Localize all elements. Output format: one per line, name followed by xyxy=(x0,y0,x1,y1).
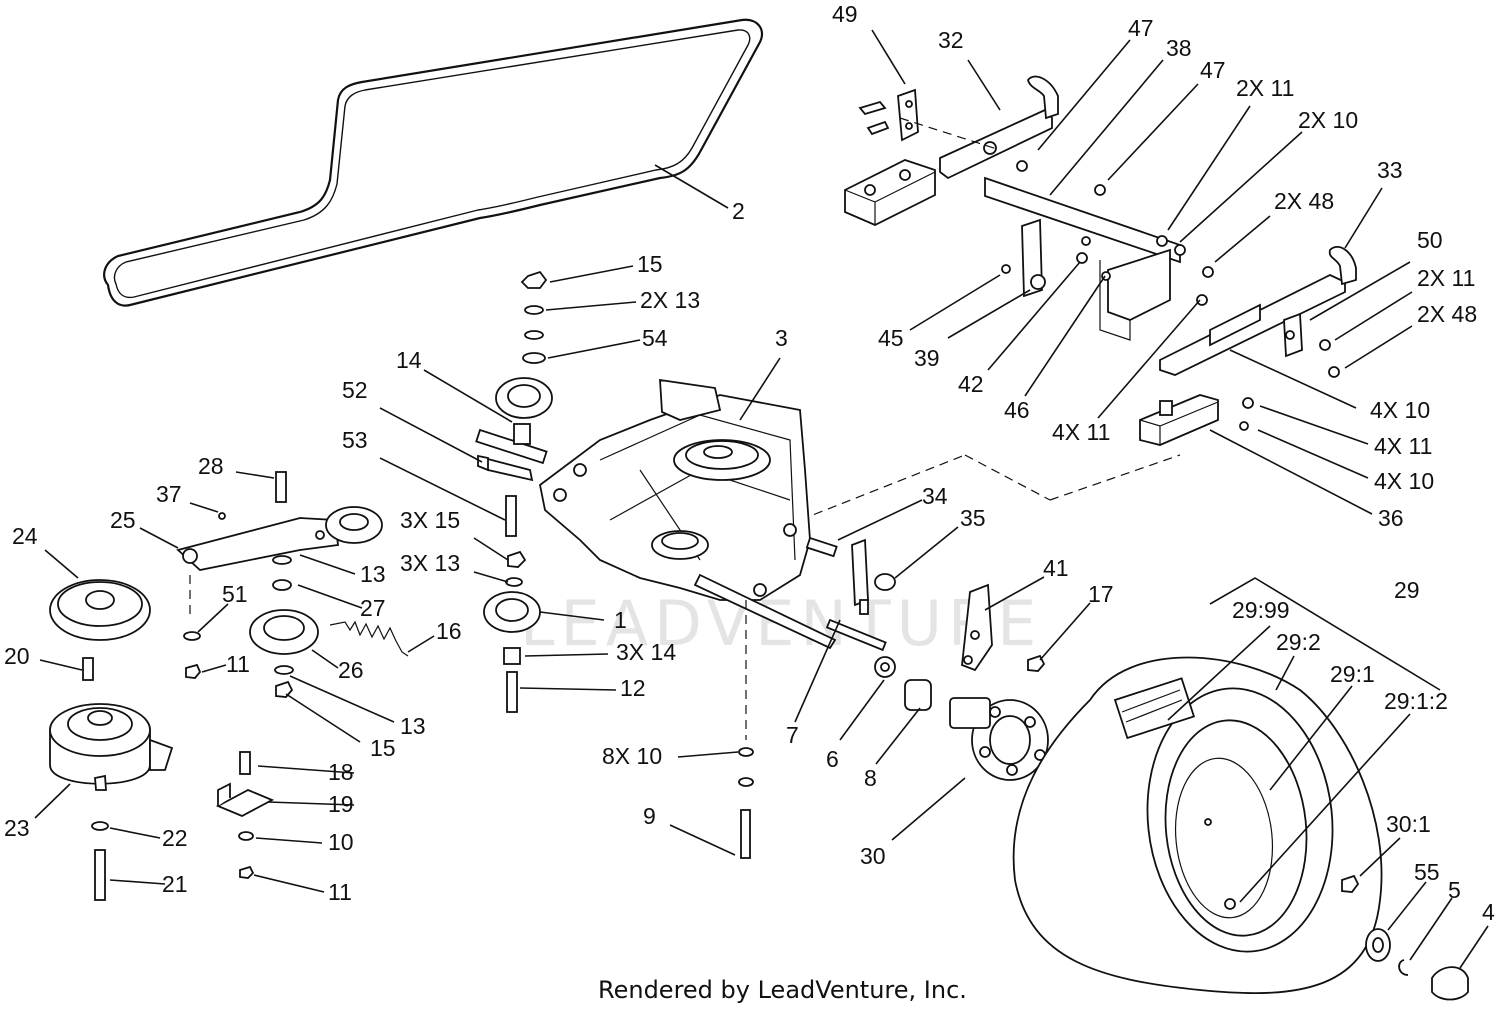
transaxle xyxy=(475,378,837,650)
callout-42: 42 xyxy=(958,371,984,397)
callout-4x10-b: 4X 10 xyxy=(1374,468,1434,494)
callout-30: 30 xyxy=(860,843,886,869)
callout-13-a: 13 xyxy=(360,561,386,587)
callout-41: 41 xyxy=(1043,555,1069,581)
callout-21: 21 xyxy=(162,871,188,897)
callout-36: 36 xyxy=(1378,505,1404,531)
callout-33: 33 xyxy=(1377,157,1403,183)
tire-group-bracket xyxy=(1209,577,1441,691)
callout-4x11-a: 4X 11 xyxy=(1052,419,1110,445)
callout-55: 55 xyxy=(1414,859,1440,885)
render-credit: Rendered by LeadVenture, Inc. xyxy=(598,976,967,1004)
drive-belt xyxy=(103,18,764,307)
callout-13-b: 13 xyxy=(400,713,426,739)
callout-51: 51 xyxy=(222,581,248,607)
callout-49: 49 xyxy=(832,1,858,27)
callout-3x13: 3X 13 xyxy=(400,550,460,576)
callout-25: 25 xyxy=(110,507,136,533)
bracket-hardware xyxy=(215,751,275,879)
callout-18: 18 xyxy=(328,759,354,785)
callout-8: 8 xyxy=(864,765,877,791)
callout-46: 46 xyxy=(1004,397,1030,423)
callout-10: 10 xyxy=(328,829,354,855)
idler-assembly xyxy=(176,270,553,713)
callout-17: 17 xyxy=(1088,581,1114,607)
rear-tire xyxy=(1012,656,1383,994)
callout-2x11-b: 2X 11 xyxy=(1417,265,1475,291)
callout-54: 54 xyxy=(642,325,668,351)
callout-29-1-2: 29:1:2 xyxy=(1384,688,1448,714)
callout-2x48-a: 2X 48 xyxy=(1274,188,1334,214)
callout-8x10: 8X 10 xyxy=(602,743,662,769)
callout-39: 39 xyxy=(914,345,940,371)
callout-30-1: 30:1 xyxy=(1386,811,1431,837)
callout-29-2: 29:2 xyxy=(1276,629,1321,655)
callout-29-1: 29:1 xyxy=(1330,661,1375,687)
callout-4: 4 xyxy=(1482,899,1495,925)
callout-2x11-a: 2X 11 xyxy=(1236,75,1294,101)
callout-29: 29 xyxy=(1394,577,1420,603)
wheel-hub xyxy=(949,697,1049,781)
callout-11-b: 11 xyxy=(328,879,352,905)
callout-5: 5 xyxy=(1448,877,1461,903)
callout-53: 53 xyxy=(342,427,368,453)
callout-29-99: 29:99 xyxy=(1232,597,1290,623)
callout-3x14: 3X 14 xyxy=(616,639,676,665)
callout-45: 45 xyxy=(878,325,904,351)
clutch-assembly xyxy=(49,579,174,901)
callout-12: 12 xyxy=(620,675,646,701)
callout-11-a: 11 xyxy=(226,651,250,677)
callout-labels: 49 32 47 38 47 2X 11 2X 10 2X 48 33 50 2… xyxy=(4,1,1495,925)
callout-27: 27 xyxy=(360,595,386,621)
wheel-hardware xyxy=(1341,874,1469,1001)
callout-2: 2 xyxy=(732,198,745,224)
callout-15-b: 15 xyxy=(370,735,396,761)
callout-22: 22 xyxy=(162,825,188,851)
callout-7: 7 xyxy=(786,722,799,748)
callout-50: 50 xyxy=(1417,227,1443,253)
callout-23: 23 xyxy=(4,815,30,841)
callout-19: 19 xyxy=(328,791,354,817)
callout-24: 24 xyxy=(12,523,38,549)
callout-16: 16 xyxy=(436,618,462,644)
callout-1: 1 xyxy=(614,607,627,633)
leader-lines xyxy=(34,29,1489,969)
callout-47-a: 47 xyxy=(1128,15,1154,41)
callout-35: 35 xyxy=(960,505,986,531)
callout-37: 37 xyxy=(156,481,182,507)
callout-4x10-a: 4X 10 xyxy=(1370,397,1430,423)
callout-32: 32 xyxy=(938,27,964,53)
callout-52: 52 xyxy=(342,377,368,403)
callout-20: 20 xyxy=(4,643,30,669)
callout-47-b: 47 xyxy=(1200,57,1226,83)
callout-2x48-b: 2X 48 xyxy=(1417,301,1477,327)
callout-3: 3 xyxy=(775,325,788,351)
callout-3x15: 3X 15 xyxy=(400,507,460,533)
callout-9: 9 xyxy=(643,803,656,829)
callout-28: 28 xyxy=(198,453,224,479)
callout-38: 38 xyxy=(1166,35,1192,61)
callout-4x11-b: 4X 11 xyxy=(1374,433,1432,459)
callout-34: 34 xyxy=(922,483,948,509)
callout-26: 26 xyxy=(338,657,364,683)
axle-hardware xyxy=(738,536,1046,859)
callout-15-a: 15 xyxy=(637,251,663,277)
callout-6: 6 xyxy=(826,746,839,772)
callout-14: 14 xyxy=(396,347,422,373)
callout-2x10: 2X 10 xyxy=(1298,107,1358,133)
frame-bracket-assembly xyxy=(799,75,1357,521)
callout-2x13: 2X 13 xyxy=(640,287,700,313)
